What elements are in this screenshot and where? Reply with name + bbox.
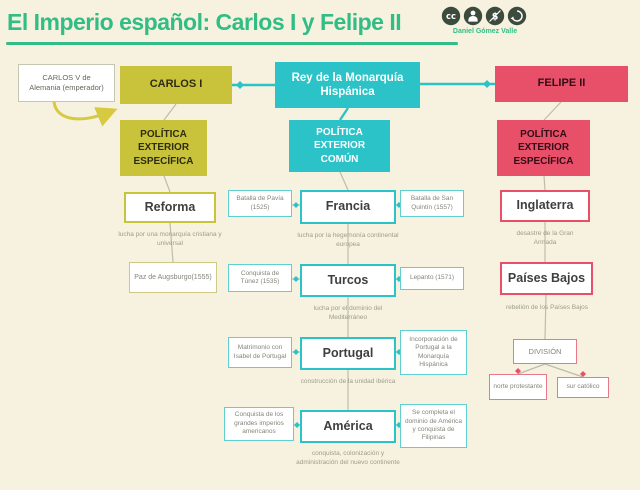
node-division: DIVISIÓN xyxy=(513,339,577,364)
ancestor-arrow xyxy=(52,99,118,127)
node-rey-monarquia: Rey de la Monarquía Hispánica xyxy=(275,62,420,108)
note-paises-bajos: rebelión de los Países Bajos xyxy=(505,304,589,311)
note-inglaterra: desastre de la Gran Armada xyxy=(516,230,574,246)
node-politica-especifica-carlos: POLÍTICA EXTERIOR ESPECÍFICA xyxy=(120,120,207,176)
node-incorporacion-portugal: Incorporación de Portugal a la Monarquía… xyxy=(400,330,467,375)
node-politica-comun: POLÍTICA EXTERIOR COMÚN xyxy=(289,120,390,172)
author-credit: Daniel Gómez Valle xyxy=(452,28,518,35)
node-reforma: Reforma xyxy=(124,192,216,223)
node-conquista-tunez: Conquista de Túnez (1535) xyxy=(228,264,292,292)
page-title: El Imperio español: Carlos I y Felipe II xyxy=(7,9,402,35)
node-norte-protestante: norte protestante xyxy=(489,374,547,400)
node-conquista-imperios: Conquista de los grandes imperios americ… xyxy=(224,407,294,441)
attribution-person-icon xyxy=(463,6,483,31)
share-alike-icon xyxy=(507,6,527,31)
svg-text:cc: cc xyxy=(446,12,456,22)
node-carlos-i: CARLOS I xyxy=(120,66,232,104)
node-turcos: Turcos xyxy=(300,264,396,297)
cc-icon: cc xyxy=(441,6,461,31)
node-francia: Francia xyxy=(300,190,396,224)
node-portugal: Portugal xyxy=(300,337,396,370)
node-batalla-pavia: Batalla de Pavía (1525) xyxy=(228,190,292,217)
node-politica-especifica-felipe: POLÍTICA EXTERIOR ESPECÍFICA xyxy=(497,120,590,176)
node-batalla-san-quintin: Batalla de San Quintín (1557) xyxy=(400,190,464,217)
node-matrimonio-isabel: Matrimonio con Isabel de Portugal xyxy=(228,337,292,368)
note-america: conquista, colonización y administración… xyxy=(296,450,400,466)
note-francia: lucha por la hegemonía continental europ… xyxy=(297,232,399,248)
note-reforma: lucha por una monarquía cristiana y univ… xyxy=(118,231,222,247)
node-carlos-v: CARLOS V de Alemania (emperador) xyxy=(18,64,115,102)
node-inglaterra: Inglaterra xyxy=(500,190,590,222)
note-turcos: lucha por el dominio del Mediterráneo xyxy=(313,305,383,321)
node-america: América xyxy=(300,410,396,443)
node-paz-augsburgo: Paz de Augsburgo(1555) xyxy=(129,262,217,293)
svg-text:$: $ xyxy=(492,12,499,23)
node-sur-catolico: sur católico xyxy=(557,377,609,398)
title-underline xyxy=(6,42,458,45)
note-portugal: construcción de la unidad ibérica xyxy=(300,378,396,385)
node-lepanto: Lepanto (1571) xyxy=(400,267,464,290)
node-felipe-ii: FELIPE II xyxy=(495,66,628,102)
non-commercial-icon: $ xyxy=(485,6,505,31)
node-paises-bajos: Países Bajos xyxy=(500,262,593,295)
license-badge: cc $ xyxy=(441,6,527,31)
node-dominio-america-filipinas: Se completa el dominio de América y conq… xyxy=(400,404,467,448)
